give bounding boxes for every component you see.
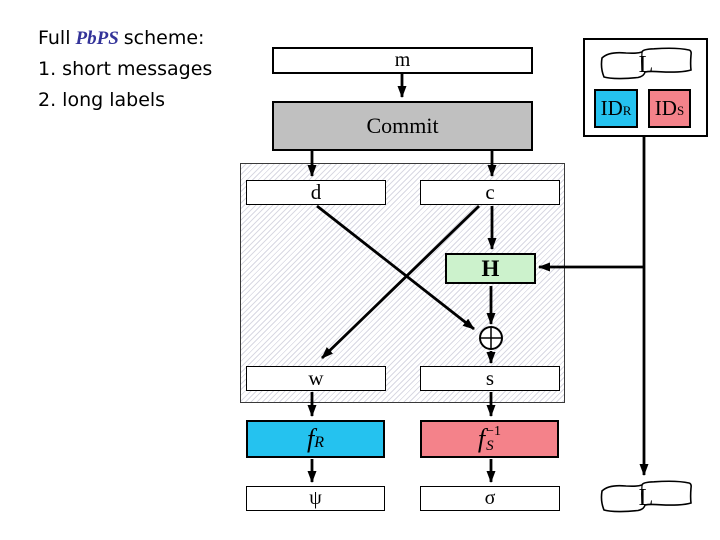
node-h-hash: H <box>445 253 536 284</box>
node-s-label: s <box>485 366 495 390</box>
node-w: w <box>246 366 386 391</box>
node-psi: ψ <box>246 486 385 511</box>
node-commit-label: Commit <box>366 113 439 138</box>
node-id-r: IDR <box>594 89 638 128</box>
node-f-r: fR <box>246 420 385 458</box>
node-c-label: c <box>485 180 495 204</box>
node-d-label: d <box>310 180 322 204</box>
f-r-label: fR <box>306 424 324 453</box>
title-item-1: 1. short messages <box>38 58 213 80</box>
node-sigma: σ <box>420 486 560 511</box>
id-s-label: IDS <box>654 96 685 120</box>
node-h-label: H <box>481 255 500 281</box>
title-prefix: Full <box>38 27 71 49</box>
label-bottom-text: L <box>639 485 654 511</box>
node-w-label: w <box>308 366 324 390</box>
node-m-label: m <box>394 49 411 71</box>
node-sigma-label: σ <box>484 487 496 509</box>
node-commit: Commit <box>272 101 533 151</box>
title-suffix: scheme: <box>123 27 205 49</box>
scheme-name: PbPS <box>75 28 119 49</box>
node-m: m <box>272 47 533 74</box>
label-scroll-bottom <box>600 480 692 513</box>
node-psi-label: ψ <box>309 487 322 509</box>
node-s: s <box>420 366 560 391</box>
id-r-label: IDR <box>600 96 632 120</box>
title-item-2: 2. long labels <box>38 89 166 111</box>
node-c: c <box>420 180 560 205</box>
node-d: d <box>246 180 386 205</box>
node-id-s: IDS <box>648 89 691 128</box>
